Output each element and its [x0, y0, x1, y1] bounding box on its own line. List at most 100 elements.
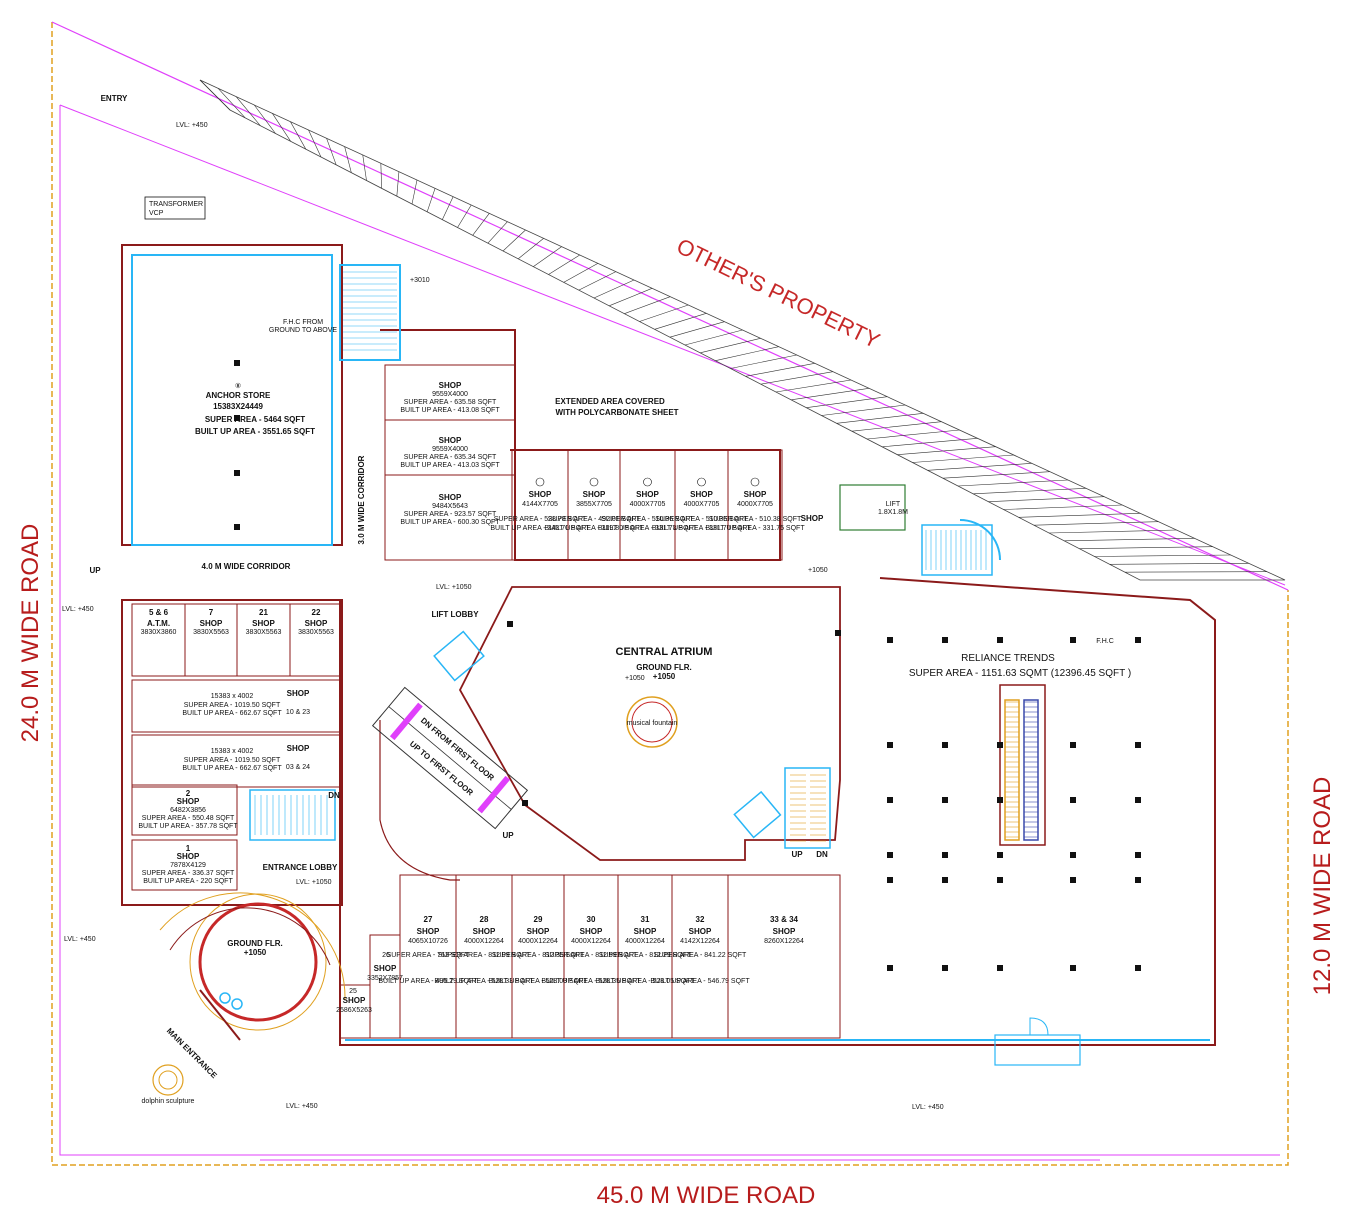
left-bottom-shop-text: 7878X4129 — [170, 862, 206, 869]
column-mark — [942, 965, 948, 971]
wide-shop-title: SHOP — [287, 744, 310, 753]
bottom-shop-text: BUILT UP AREA - 528.05 SQFT — [595, 978, 695, 985]
shop26-box — [369, 934, 401, 1039]
left-shop-size: 3830X5563 — [246, 629, 282, 636]
upper-shop-text: 9559X4000 — [432, 446, 468, 453]
column-mark — [887, 965, 893, 971]
escalator-up-label: UP TO FIRST FLOOR — [408, 739, 475, 797]
column-mark — [942, 742, 948, 748]
dolphin-sculpture-label: dolphin sculpture — [142, 1098, 195, 1105]
column-mark — [1070, 852, 1076, 858]
wide-shop-builtup: BUILT UP AREA - 662.67 SQFT — [182, 710, 282, 717]
upper-shop-text: BUILT UP AREA - 413.03 SQFT — [400, 462, 500, 469]
level-tag: LVL: +1050 — [436, 584, 472, 591]
level-tag: LVL: +450 — [64, 936, 96, 943]
bottom-shop-text: 33 & 34 — [770, 915, 799, 924]
column-mark — [1070, 797, 1076, 803]
anchor-store-super: SUPER AREA - 5464 SQFT — [205, 415, 305, 424]
bottom-shop-text: BUILT UP AREA - 528.33 SQFT — [434, 978, 534, 985]
bottom-shop-text: SHOP — [580, 927, 603, 936]
row-shop-text: SHOP — [744, 490, 767, 499]
left-shop-number: 5 & 6 — [149, 608, 169, 617]
up-label: UP — [89, 566, 101, 575]
column-mark — [942, 877, 948, 883]
column-mark — [1070, 877, 1076, 883]
level-tags: LVL: +450 LVL: +1050 LVL: +1050 LVL: +45… — [62, 122, 944, 1111]
row-shop-text: SHOP — [636, 490, 659, 499]
level-tag: LVL: +450 — [176, 122, 208, 129]
upper-shop-text: BUILT UP AREA - 413.08 SQFT — [400, 407, 500, 414]
driveway-ramp — [199, 79, 1286, 581]
central-atrium-label: CENTRAL ATRIUM — [616, 646, 713, 658]
row-shop-text: BUILT UP AREA - 331.75 SQFT — [705, 525, 805, 532]
column-mark — [234, 470, 240, 476]
level-tag: LVL: +1050 — [296, 879, 332, 886]
left-shop-title: SHOP — [305, 619, 328, 628]
row-shop-text: SUPER AREA - 510.36 SQFT — [601, 516, 694, 523]
column-mark — [234, 524, 240, 530]
others-property-label: OTHER'S PROPERTY — [673, 233, 884, 353]
left-bottom-shop-text: 6482X3856 — [170, 807, 206, 814]
left-bottom-shop-text: 1 — [186, 844, 191, 853]
lift-size-label: 1.8X1.8M — [878, 509, 908, 516]
bottom-shop-text: SHOP — [527, 927, 550, 936]
upper-shop-text: SUPER AREA - 923.57 SQFT — [404, 511, 497, 518]
level-mark: +1050 — [808, 567, 828, 574]
shop25-size: 2586X5263 — [336, 1007, 372, 1014]
column-mark — [887, 637, 893, 643]
anchor-store-builtup: BUILT UP AREA - 3551.65 SQFT — [195, 427, 315, 436]
left-bottom-shop-text: SHOP — [177, 797, 200, 806]
columns — [234, 360, 1141, 971]
bottom-road-label: 45.0 M WIDE ROAD — [597, 1182, 816, 1209]
column-mark — [997, 797, 1003, 803]
site-boundary — [51, 21, 1289, 1166]
level-tag: LVL: +450 — [286, 1103, 318, 1110]
column-mark — [997, 852, 1003, 858]
wide-shop-title: SHOP — [287, 689, 310, 698]
extended-area-label-1: EXTENDED AREA COVERED — [555, 397, 665, 406]
column-mark — [942, 797, 948, 803]
column-mark — [1070, 637, 1076, 643]
shop25-box — [339, 984, 371, 1039]
column-mark — [887, 877, 893, 883]
fhc-label-2: GROUND TO ABOVE — [269, 327, 338, 334]
lift-label: LIFT — [886, 501, 901, 508]
atrium-ground-flr: GROUND FLR. — [636, 663, 692, 672]
left-shop-title: SHOP — [252, 619, 275, 628]
column-mark — [522, 800, 528, 806]
level-mark: +3010 — [410, 277, 430, 284]
level-tag: LVL: +450 — [62, 606, 94, 613]
lift-lobby-label: LIFT LOBBY — [431, 610, 479, 619]
anchor-store-size: 15383X24449 — [213, 402, 263, 411]
shop-number-mark — [697, 477, 706, 487]
wide-shop-number: 10 & 23 — [286, 709, 310, 716]
vcp-label: VCP — [149, 210, 164, 217]
fhc-label-1: F.H.C FROM — [283, 319, 323, 326]
row-shop-text: SUPER AREA - 492.01 SQFT — [548, 516, 641, 523]
row-shop-text: BUILT UP AREA - 331.70 SQFT — [652, 525, 752, 532]
column-mark — [1135, 852, 1141, 858]
column-mark — [1135, 877, 1141, 883]
column-mark — [997, 965, 1003, 971]
column-mark — [887, 852, 893, 858]
corridor-horizontal-label: 4.0 M WIDE CORRIDOR — [202, 562, 291, 571]
shop-number-mark — [589, 477, 599, 487]
upper-shop-text: SUPER AREA - 635.34 SQFT — [404, 454, 497, 461]
bottom-shop-text: BUILT UP AREA - 528.35 SQFT — [541, 978, 641, 985]
left-shop-size: 3830X5563 — [193, 629, 229, 636]
upper-shop-text: SHOP — [439, 436, 462, 445]
wide-shop-builtup: BUILT UP AREA - 662.67 SQFT — [182, 765, 282, 772]
level-tag: LVL: +450 — [912, 1104, 944, 1111]
bottom-shop-text: 4065X10726 — [408, 938, 448, 945]
shop-number-mark — [750, 477, 760, 487]
bottom-shop-text: SHOP — [773, 927, 796, 936]
bottom-shop-text: 32 — [696, 915, 705, 924]
row-shop-text: SUPER AREA - 528.78 SQFT — [494, 516, 587, 523]
main-entrance-rotunda — [152, 892, 346, 1096]
stairs — [249, 271, 1001, 841]
rotunda-level: +1050 — [244, 948, 267, 957]
row-shop-box — [727, 449, 783, 561]
musical-fountain-label: musical fountain — [627, 720, 678, 727]
